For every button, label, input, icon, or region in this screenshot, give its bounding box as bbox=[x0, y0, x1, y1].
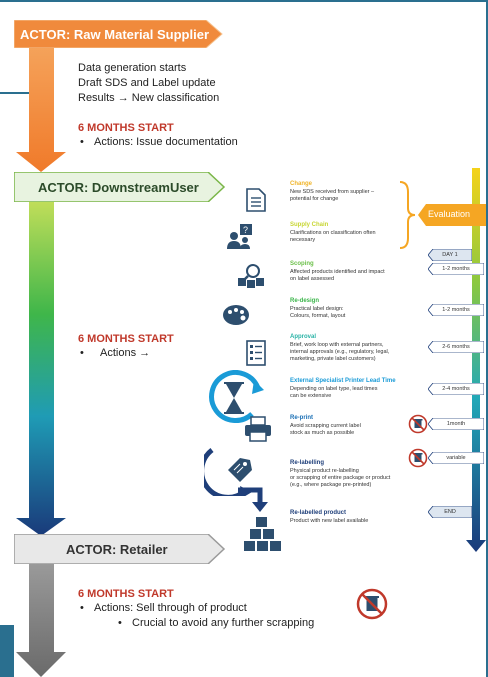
frame-right-line bbox=[486, 0, 488, 677]
retailer-box-shape bbox=[14, 534, 226, 564]
step-redesign-desc-1: Practical label design: bbox=[290, 306, 344, 312]
supplier-note-1: Data generation starts bbox=[78, 62, 187, 74]
evaluation-box-shape bbox=[418, 204, 486, 226]
supplier-bullet: • bbox=[80, 136, 84, 148]
step-scoping-desc-1: Affected products identified and impact bbox=[290, 269, 385, 275]
frame-left-accent-top bbox=[0, 92, 30, 94]
duration-label: 1month bbox=[446, 421, 466, 427]
downstream-start-label: 6 MONTHS START bbox=[78, 333, 174, 345]
retailer-sub-bullet: • bbox=[118, 617, 122, 629]
duration-label: 2-4 months bbox=[442, 386, 470, 392]
step-relabelling-desc-1: Physical product re-labelling bbox=[290, 468, 359, 474]
duration-tag-relabelling: variable bbox=[428, 452, 484, 464]
downstream-bullet: • bbox=[80, 347, 84, 359]
retailer-start-label: 6 MONTHS START bbox=[78, 588, 174, 600]
evaluation-brace bbox=[399, 181, 416, 249]
duration-label: 1-2 months bbox=[442, 307, 470, 313]
step-reprint-title: Re-print bbox=[290, 415, 313, 421]
supplier-actor-label: ACTOR: Raw Material Supplier bbox=[20, 26, 210, 42]
step-reprint-desc-2: stock as much as possible bbox=[290, 430, 355, 436]
step-printer-desc-1: Depending on label type, lead times bbox=[290, 386, 378, 392]
downstream-action: Actions → bbox=[100, 347, 151, 359]
step-scoping-desc-2: on label assessed bbox=[290, 276, 335, 282]
retailer-action: Actions: Sell through of product bbox=[94, 602, 247, 614]
step-relabelling-title: Re-labelling bbox=[290, 460, 325, 466]
retailer-sub-action: Crucial to avoid any further scrapping bbox=[132, 617, 315, 629]
duration-tag-reprint: 1month bbox=[428, 418, 484, 430]
stacked-boxes-icon bbox=[244, 517, 281, 551]
printer-icon bbox=[245, 416, 271, 442]
step-relabelling-desc-3: (e.g., where package pre-printed) bbox=[290, 482, 372, 488]
step-supply-chain-desc-1: Clarifications on classification often bbox=[290, 230, 376, 236]
downstream-box-shape bbox=[14, 172, 226, 202]
duration-tag-scoping: 1-2 months bbox=[428, 263, 484, 275]
step-change-title: Change bbox=[290, 181, 313, 187]
downstream-actor-label: ACTOR: DownstreamUser bbox=[38, 179, 199, 195]
step-printer-desc-2: can be extensive bbox=[290, 393, 332, 399]
no-scrap-bin-icon bbox=[408, 414, 428, 434]
step-approval-desc-1: Brief, work loop with external partners, bbox=[290, 342, 384, 348]
frame-left-accent-bottom bbox=[0, 625, 14, 677]
step-approval-desc-3: marketing, private label customers) bbox=[290, 356, 376, 362]
duration-label: 2-6 months bbox=[442, 344, 470, 350]
step-relabelled-title: Re-labelled product bbox=[290, 510, 347, 516]
step-redesign-title: Re-design bbox=[290, 298, 320, 304]
down-right-arrow-icon bbox=[238, 487, 268, 512]
supplier-action: Actions: Issue documentation bbox=[94, 136, 238, 148]
document-icon bbox=[246, 188, 266, 212]
step-relabelling-desc-2: or scrapping of entire package or produc… bbox=[290, 475, 391, 481]
retailer-bullet: • bbox=[80, 602, 84, 614]
duration-tag-approval: 2-6 months bbox=[428, 341, 484, 353]
step-change-desc-2: potential for change bbox=[290, 196, 339, 202]
evaluation-label: Evaluation bbox=[428, 209, 471, 219]
step-approval-desc-2: internal approvals (e.g., regulatory, le… bbox=[290, 349, 390, 355]
scoping-magnifier-icon bbox=[238, 264, 264, 288]
no-scrap-bin-icon bbox=[356, 588, 388, 620]
palette-icon bbox=[223, 305, 249, 325]
hourglass-cycle-icon bbox=[209, 370, 264, 423]
frame-top-line bbox=[0, 0, 488, 2]
duration-tag-printer: 2-4 months bbox=[428, 383, 484, 395]
step-approval-title: Approval bbox=[290, 334, 317, 340]
checklist-icon bbox=[246, 340, 266, 366]
duration-tag-day1: DAY 1 bbox=[428, 249, 472, 261]
duration-label: END bbox=[444, 509, 456, 515]
step-scoping-title: Scoping bbox=[290, 261, 314, 267]
duration-tag-end: END bbox=[428, 506, 472, 518]
step-change-desc-1: New SDS received from supplier – bbox=[290, 189, 375, 195]
step-printer-title: External Specialist Printer Lead Time bbox=[290, 378, 396, 384]
step-supply-chain-title: Supply Chain bbox=[290, 222, 329, 228]
step-supply-chain-desc-2: necessary bbox=[290, 237, 316, 243]
duration-label: 1-2 months bbox=[442, 266, 470, 272]
duration-tag-redesign: 1-2 months bbox=[428, 304, 484, 316]
step-relabelled-desc-1: Product with new label available bbox=[290, 518, 369, 524]
duration-label: variable bbox=[446, 455, 466, 461]
step-reprint-desc-1: Avoid scrapping current label bbox=[290, 423, 361, 429]
duration-label: DAY 1 bbox=[442, 252, 458, 258]
retailer-actor-label: ACTOR: Retailer bbox=[66, 541, 168, 557]
supply-chain-question-icon: ? bbox=[227, 224, 252, 249]
supplier-start-label: 6 MONTHS START bbox=[78, 122, 174, 134]
supplier-box-shape bbox=[14, 20, 223, 48]
supplier-note-2: Draft SDS and Label update bbox=[78, 77, 216, 89]
step-redesign-desc-2: Colours, format, layout bbox=[290, 313, 346, 319]
svg-text:?: ? bbox=[243, 225, 248, 235]
no-scrap-bin-icon bbox=[408, 448, 428, 468]
supplier-note-3: Results → New classification bbox=[78, 92, 220, 104]
